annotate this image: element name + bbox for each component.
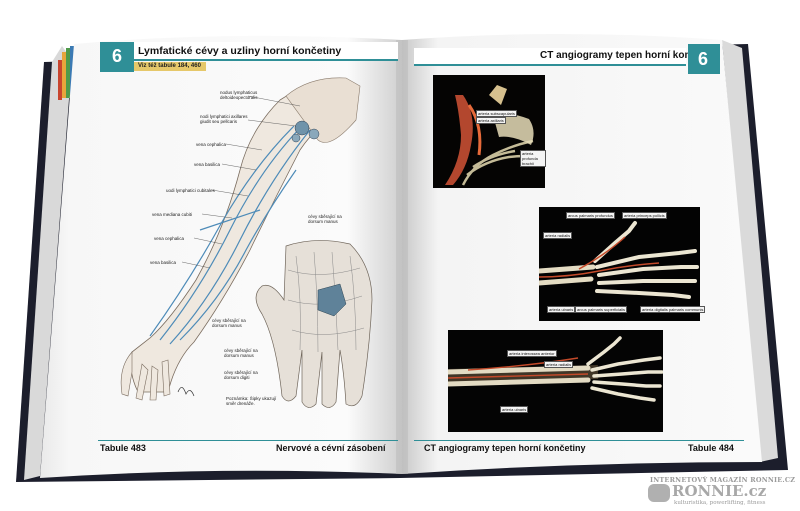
footer-section-right: CT angiogramy tepen horní končetiny <box>424 443 586 453</box>
watermark-brand: RONNIE.cz <box>672 482 767 500</box>
dorsal-hand <box>255 240 373 408</box>
header-band-right <box>414 48 686 66</box>
ct-label-radialis-forearm: arteria radialis <box>544 361 574 368</box>
label-vena-cephalica-lower: vena cephalica <box>154 236 185 241</box>
footer-plate-number-right: Tabule 484 <box>688 443 734 453</box>
footer-plate-number-left: Tabule 483 <box>100 443 146 453</box>
ct-label-ulnaris-hand: arteria ulnaris <box>547 306 576 313</box>
header-band-left <box>134 42 398 61</box>
ct-image-shoulder <box>433 75 545 188</box>
ct-image-forearm <box>448 330 663 432</box>
label-dorsum-manus-top: cévy sběrající na dorsum manus <box>308 214 342 224</box>
footer-rule-left <box>98 440 398 441</box>
label-dorsum-manus-lower: cévy sběrající na dorsum manus <box>224 348 258 358</box>
watermark-tagline: kulturistika, powerlifting, fitness <box>674 500 766 506</box>
ct-label-interossea-anterior: arteria interossea anterior <box>507 350 557 357</box>
ct-label-axillaris: arteria axillaris <box>476 117 506 124</box>
ct-label-profunda-brachii: arteria profunda brachii <box>520 150 546 167</box>
chapter-tab-right <box>688 44 720 74</box>
cross-reference-text: Viz též tabule 184, 460 <box>138 63 201 69</box>
page-title-left: Lymfatické cévy a uzliny horní končetiny <box>138 45 342 57</box>
ct-label-arcus-superficialis: arcus palmaris superficialis <box>575 306 628 313</box>
ct-label-digitalis-communis: arteria digitalis palmaris communis <box>640 306 706 313</box>
chapter-tab-left <box>100 42 134 72</box>
ct-label-subscapularis: arteria subscapularis <box>476 110 517 117</box>
label-vena-cephalica-upper: vena cephalica <box>196 142 227 147</box>
cross-reference-badge <box>134 62 206 71</box>
page-title-right: CT angiogramy tepen horní končetiny <box>540 50 720 61</box>
figure-note: Poznámka: Šipky ukazují směr drenáže. <box>226 396 277 406</box>
footer-section-left: Nervové a cévní zásobení <box>276 443 386 453</box>
ct-label-arcus-profundus: arcus palmaris profundus <box>566 212 615 219</box>
label-dorsum-manus-left: cévy sběrající na dorsum manus <box>212 318 246 328</box>
label-vena-basilica-upper: vena basilica <box>194 162 221 167</box>
label-vena-basilica-lower: vena basilica <box>150 260 177 265</box>
page-stack-right <box>722 40 778 462</box>
chapter-number-left: 6 <box>112 46 123 66</box>
footer-rule-right <box>414 440 744 441</box>
ct-label-radialis-hand: arteria radialis <box>543 232 573 239</box>
label-nodi-axillares: nodi lymphatici axillares giudit seu pel… <box>200 114 248 124</box>
label-vena-mediana-cubiti: vena mediana cubiti <box>152 212 193 217</box>
chapter-number-right: 6 <box>698 49 709 69</box>
label-nodi-cubitales: uodi lymphatici cubitales <box>166 188 215 193</box>
watermark-fist-logo <box>648 484 670 502</box>
label-nodus-deltoideopectoralis: nodus lymphaticus deltoideopectoralis <box>220 90 258 100</box>
ct-image-hand <box>539 207 700 321</box>
page-stack-left <box>24 46 72 480</box>
watermark-top-text: INTERNETOVÝ MAGAZÍN RONNIE.CZ <box>650 476 796 484</box>
ct-label-princeps-pollicis: arteria princeps pollicis <box>622 212 667 219</box>
ct-label-ulnaris-forearm: arteria ulnaris <box>500 406 529 413</box>
label-dorsum-digiti: cévy sběrající na dorsum digiti <box>224 370 258 380</box>
